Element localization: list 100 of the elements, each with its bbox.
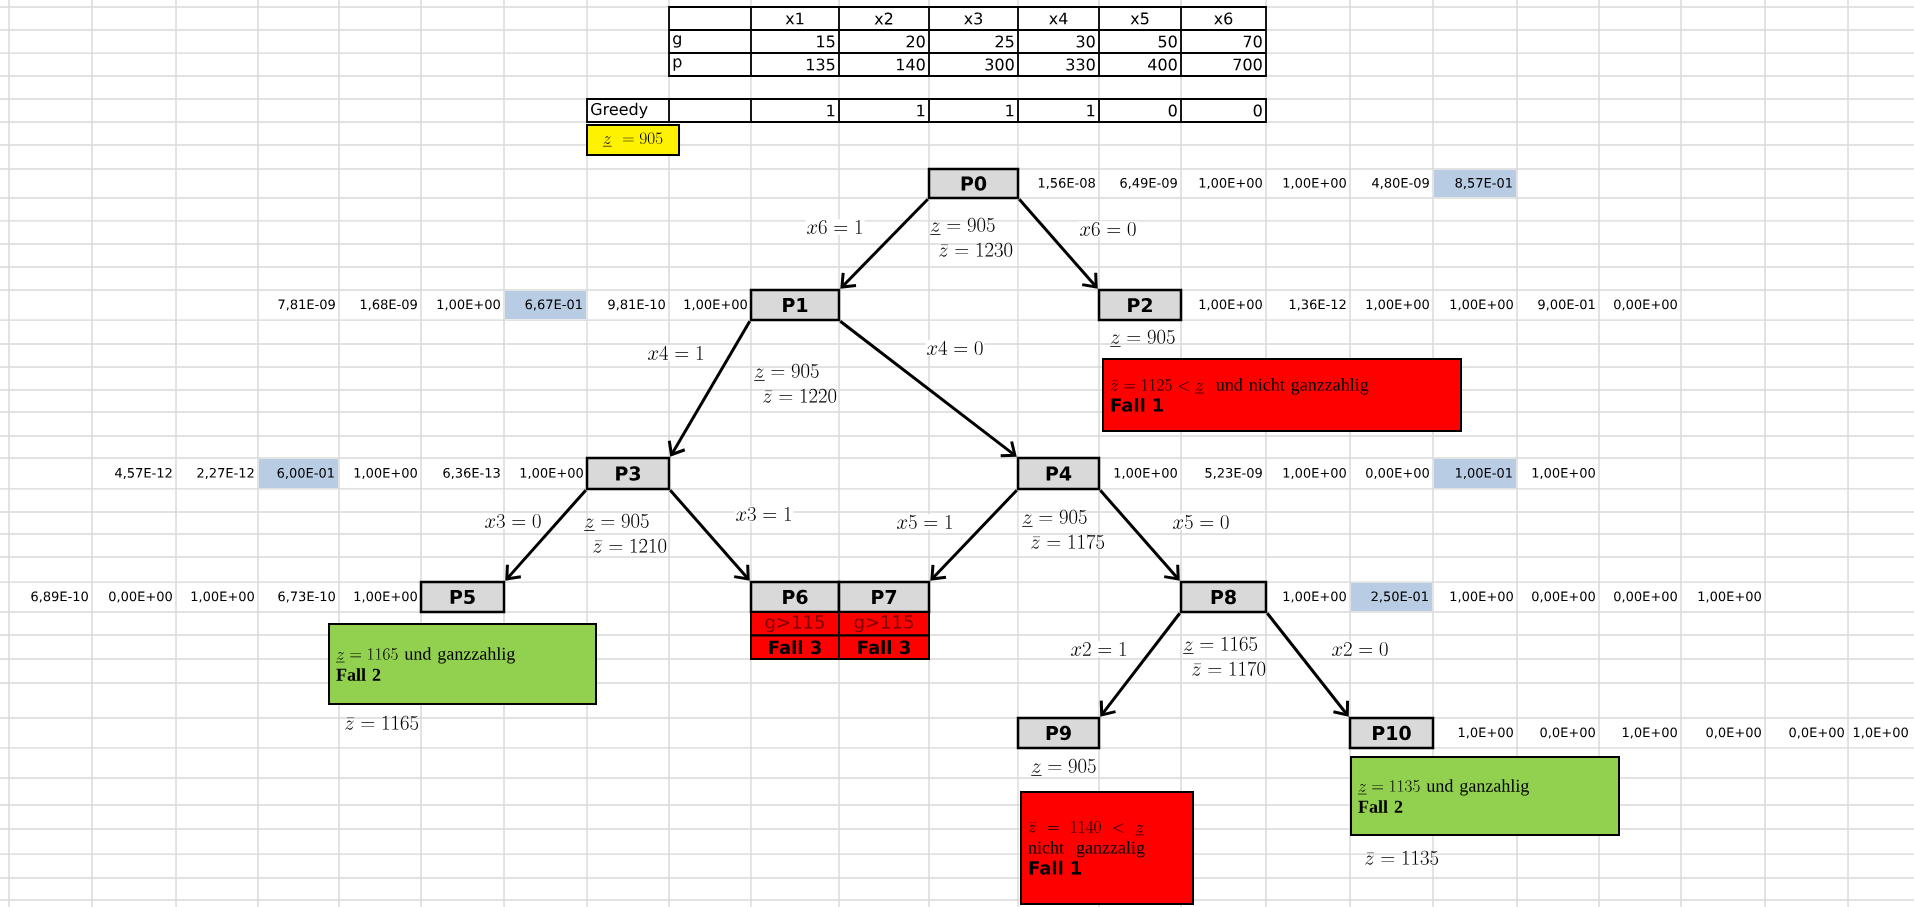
- highlighted-value: 2,50E-01: [1351, 583, 1432, 611]
- edge-label: $x2 = 0$: [1330, 641, 1390, 657]
- cell-value: 1: [1006, 104, 1014, 117]
- cell-value: 700: [1233, 58, 1262, 71]
- bound-label: $\bar{z} = 1170$: [1192, 661, 1266, 676]
- cell-value: 330: [1066, 58, 1095, 71]
- cell-value: 0,0E+00: [1706, 727, 1761, 739]
- row-label: p: [673, 58, 682, 71]
- result-box: $\bar{z} = 1125 < \underline{z}\ \text{ und nicht ganzzahlig}$ Fall 1: [1102, 358, 1462, 432]
- cell-value: 1,0E+00: [1458, 727, 1513, 739]
- cell-value: 6,36E-13: [443, 467, 500, 480]
- bound-label: $\underline{z} = 905$: [930, 217, 995, 235]
- cell-value: 1: [827, 104, 835, 117]
- bound-label: $\underline{z} = 1165$: [1183, 636, 1258, 654]
- cell-value: 1,00E+00: [1532, 467, 1595, 480]
- cell-value: 400: [1148, 58, 1177, 71]
- cell-value: 140: [897, 58, 925, 71]
- cell-value: 1,68E-09: [360, 299, 417, 311]
- pruned-node-box: P6 g>115 Fall 3: [749, 580, 841, 660]
- edge-label: $x4 = 0$: [925, 340, 985, 356]
- cell-value: 0,00E+00: [1614, 591, 1677, 603]
- cell-value: 30: [1076, 35, 1095, 48]
- cell-value: 0,00E+00: [1532, 591, 1595, 603]
- column-header: x5: [1130, 12, 1149, 25]
- cell-value: 6,49E-09: [1120, 177, 1177, 190]
- cell-value: 0,0E+00: [1789, 727, 1844, 739]
- cell-value: 0: [1253, 104, 1262, 117]
- result-box: $\underline{z}\ =905$: [586, 124, 680, 156]
- bound-label: $\bar{z} = 1175$: [1031, 534, 1105, 549]
- edge-label: $x4 = 1$: [646, 345, 706, 361]
- cell-value: 300: [985, 58, 1014, 71]
- column-header: x3: [964, 12, 983, 25]
- cell-value: 4,57E-12: [115, 467, 172, 480]
- cell-value: 5,23E-09: [1205, 467, 1262, 480]
- highlighted-value: 6,00E-01: [259, 459, 338, 488]
- bound-label: $\underline{z} = 905$: [584, 513, 649, 531]
- cell-value: 70: [1243, 35, 1262, 48]
- arrow: [839, 320, 1017, 458]
- arrow: [1266, 612, 1350, 717]
- node-box: P4: [1016, 456, 1101, 491]
- cell-value: 1,00E+00: [1283, 591, 1346, 603]
- pruned-node-box: P7 g>115 Fall 3: [837, 580, 931, 660]
- cell-value: 1,00E+00: [354, 467, 417, 480]
- cell-value: 15: [817, 35, 835, 48]
- column-header: x2: [874, 12, 893, 25]
- cell-value: 1: [917, 104, 925, 117]
- column-header: x4: [1049, 12, 1068, 25]
- column-header: x6: [1214, 12, 1233, 25]
- arrow: [1099, 612, 1181, 717]
- bound-label: $\underline{z} = 905$: [754, 363, 819, 381]
- cell-value: 6,89E-10: [31, 591, 88, 603]
- highlighted-value: 6,67E-01: [505, 291, 586, 319]
- cell-value: 9,81E-10: [608, 299, 665, 311]
- cell-value: 1,00E+00: [1450, 591, 1513, 603]
- cell-value: 1,00E+00: [191, 591, 254, 603]
- cell-value: 6,73E-10: [278, 591, 335, 603]
- arrow: [1099, 489, 1180, 581]
- cell-value: 50: [1158, 35, 1177, 48]
- edge-label: $x3 = 1$: [734, 506, 794, 522]
- node-box: P0: [927, 167, 1020, 200]
- cell-value: 1,00E+00: [1450, 299, 1513, 311]
- arrow: [667, 320, 752, 457]
- cell-value: 135: [807, 58, 835, 71]
- node-label: g>115: [765, 615, 824, 633]
- bound-label: $\bar{z} = 1210$: [593, 538, 667, 553]
- cell-value: 0: [1168, 104, 1177, 117]
- bound-label: $\bar{z} = 1220$: [763, 388, 837, 403]
- edge-label: $x6 = 1$: [805, 219, 865, 235]
- cell-value: 0,00E+00: [1366, 467, 1429, 480]
- bound-label: $\underline{z} = 905$: [1110, 329, 1175, 347]
- cell-value: 0,00E+00: [1614, 299, 1677, 311]
- node-box: P9: [1016, 716, 1101, 750]
- cell-value: 0,00E+00: [109, 591, 172, 603]
- edge-label: $x2 = 1$: [1069, 641, 1129, 657]
- node-box: P8: [1179, 580, 1268, 614]
- cell-value: 0,0E+00: [1540, 727, 1595, 739]
- node-box: P10: [1348, 716, 1435, 750]
- cell-value: 1,00E+00: [1698, 591, 1761, 603]
- row-label: g: [673, 35, 681, 48]
- cell-value: 1,00E+00: [1366, 299, 1429, 311]
- arrow: [1018, 198, 1098, 289]
- cell-value: 1,00E+00: [1283, 177, 1346, 190]
- node-box: P5: [419, 580, 506, 614]
- node-label: g>115: [854, 615, 913, 633]
- highlighted-value: 1,00E-01: [1434, 459, 1516, 488]
- column-header: x1: [785, 12, 804, 25]
- bound-label: $\underline{z} = 905$: [1022, 509, 1087, 527]
- edge-label: $x3 = 0$: [483, 513, 543, 529]
- result-box: $\bar{z} = 1140 < \underline{z}\allowbreak\ \text{nicht\ \ ganzzalig}$ Fall 1: [1020, 791, 1194, 905]
- arrow: [930, 489, 1018, 581]
- result-box: $\underline{z} = 1135\ \text{und ganzahlig}$ Fall 2: [1350, 756, 1620, 836]
- cell-value: 1,0E+00: [1853, 727, 1908, 739]
- cell-value: 1,00E+00: [1199, 177, 1262, 190]
- bound-label: $\bar{z} = 1135$: [1365, 850, 1439, 865]
- cell-value: 1,36E-12: [1289, 299, 1346, 311]
- cell-value: 25: [995, 35, 1014, 48]
- result-box: $\underline{z} = 1165\ \text{und ganzzahlig}$ Fall 2: [328, 623, 597, 705]
- edge-label: $x5 = 1$: [895, 514, 955, 530]
- bound-label: $\underline{z} = 905$: [1031, 758, 1096, 776]
- node-box: P1: [749, 288, 841, 322]
